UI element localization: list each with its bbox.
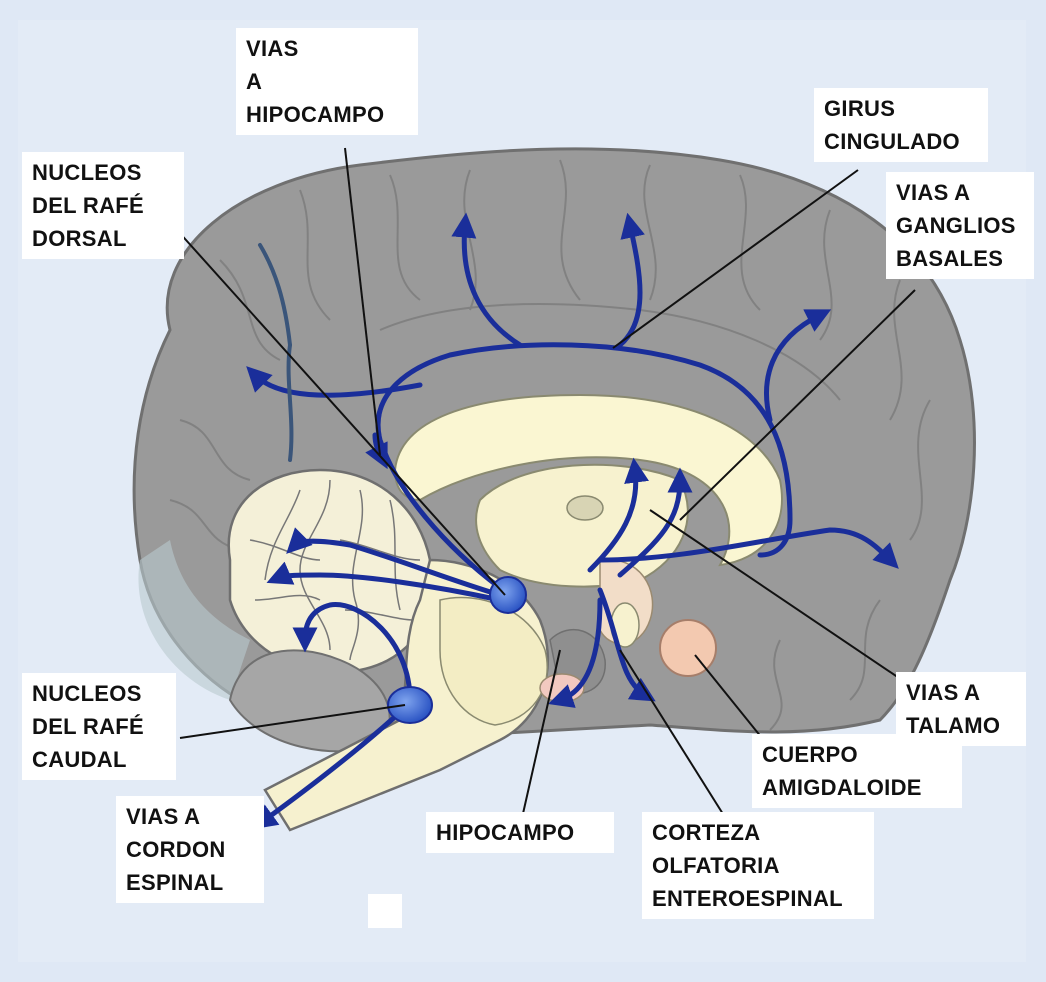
label-corteza-olfatoria: CORTEZA OLFATORIA ENTEROESPINAL (642, 812, 874, 919)
blank-box (368, 894, 402, 928)
raphe-dorsal-nucleus (490, 577, 526, 613)
label-nucleos-rafe-dorsal: NUCLEOS DEL RAFÉ DORSAL (22, 152, 184, 259)
label-hipocampo: HIPOCAMPO (426, 812, 614, 853)
label-cuerpo-amigdaloide: CUERPO AMIGDALOIDE (752, 734, 962, 808)
label-girus-cingulado: GIRUS CINGULADO (814, 88, 988, 162)
label-vias-hipocampo: VIAS A HIPOCAMPO (236, 28, 418, 135)
thalamus (476, 465, 688, 587)
label-vias-cordon-espinal: VIAS A CORDON ESPINAL (116, 796, 264, 903)
interthalamic-adhesion (567, 496, 603, 520)
raphe-caudal-nucleus (388, 687, 432, 723)
label-nucleos-rafe-caudal: NUCLEOS DEL RAFÉ CAUDAL (22, 673, 176, 780)
amygdala (660, 620, 716, 676)
label-vias-ganglios-basales: VIAS A GANGLIOS BASALES (886, 172, 1034, 279)
